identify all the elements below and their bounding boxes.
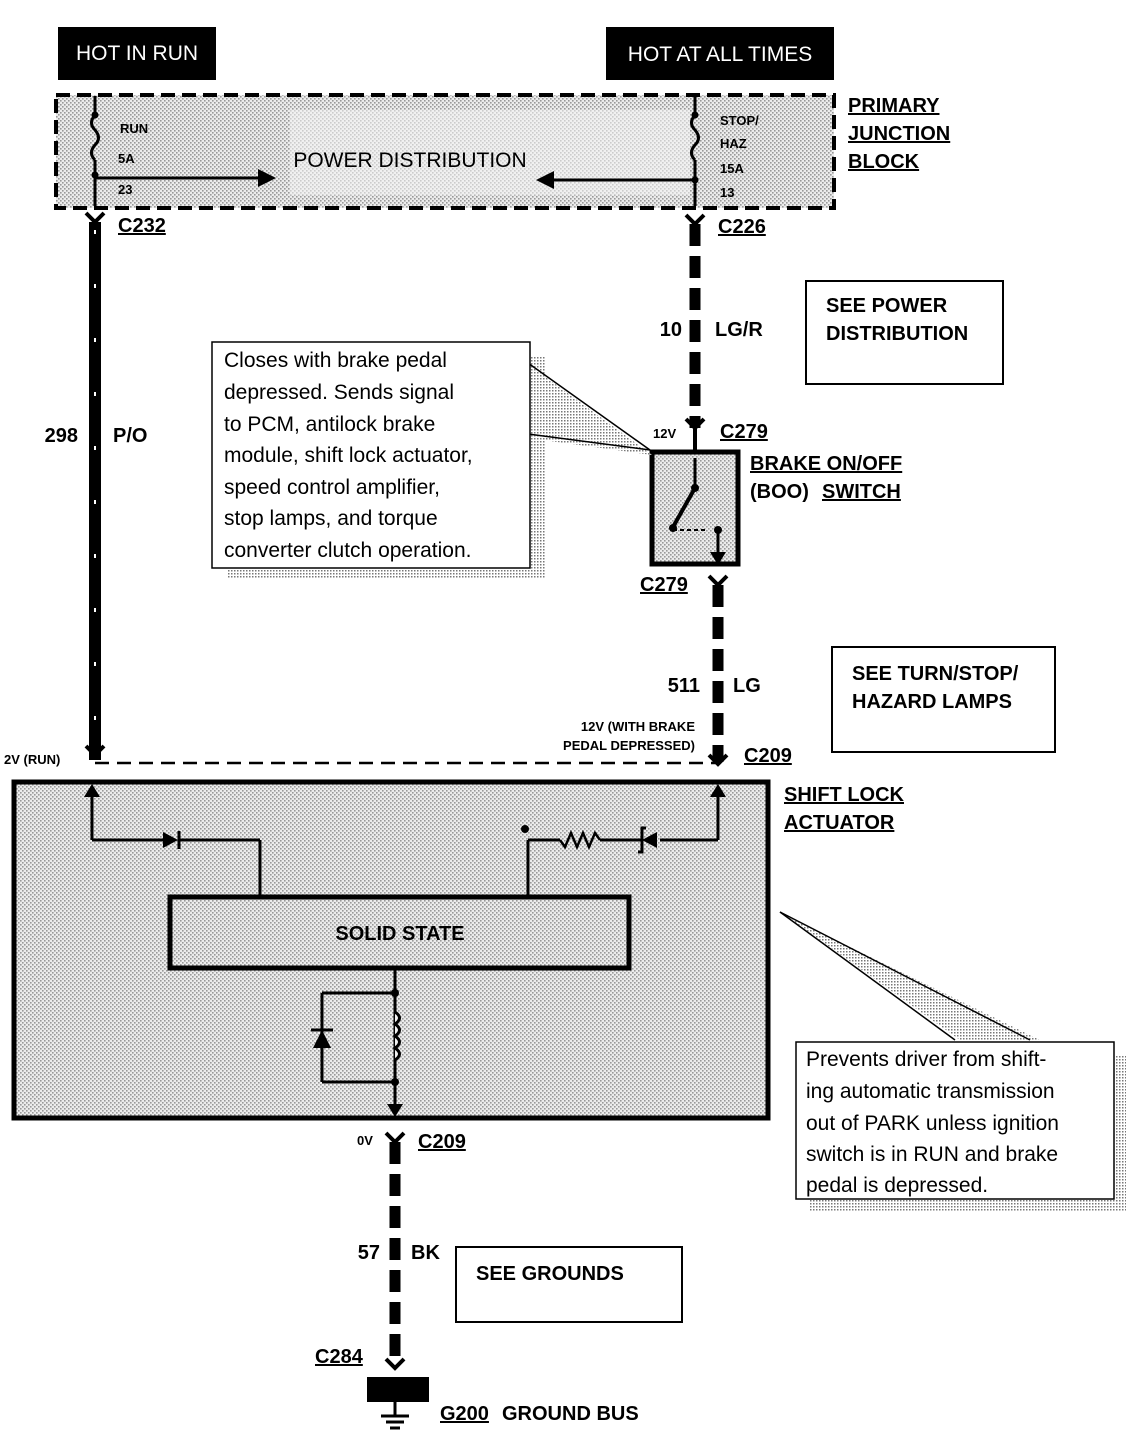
svg-text:DISTRIBUTION: DISTRIBUTION [826,323,968,345]
connector-c232: C232 [118,215,166,237]
hot-at-all-times-header: HOT AT ALL TIMES [606,27,834,80]
svg-text:Prevents driver from shift-: Prevents driver from shift- [806,1048,1046,1071]
brake-switch-note: Closes with brake pedal depressed. Sends… [211,341,652,579]
svg-text:SEE TURN/STOP/: SEE TURN/STOP/ [852,663,1019,685]
power-distribution-label: POWER DISTRIBUTION [293,149,526,172]
connector-c209-top: C209 [744,745,792,767]
wire-511: C279 511 LG 12V (WITH BRAKE PEDAL DEPRES… [563,574,792,767]
svg-text:5A: 5A [118,151,135,166]
circuit-298: 298 [45,425,78,447]
svg-text:STOP/: STOP/ [720,113,759,128]
svg-text:HAZARD LAMPS: HAZARD LAMPS [852,691,1012,713]
svg-text:RUN: RUN [120,121,148,136]
circuit-511: 511 [668,675,700,697]
svg-text:PRIMARY: PRIMARY [848,95,940,117]
color-lg-r: LG/R [715,319,763,341]
see-grounds-box: SEE GROUNDS [455,1246,683,1323]
stop-haz-fuse: STOP/ HAZ 15A 13 [536,96,759,206]
wire-298: C232 298 P/O 2V (RUN) [4,211,166,767]
svg-text:13: 13 [720,185,734,200]
boo-switch-label: BRAKE ON/OFF (BOO) SWITCH [750,453,902,503]
svg-text:23: 23 [118,182,132,197]
circuit-10: 10 [660,319,682,341]
g200-label: G200 [440,1403,489,1425]
connector-c209-bottom: C209 [418,1131,466,1153]
connector-c279-bottom: C279 [640,574,688,596]
primary-junction-block-label: PRIMARY JUNCTION BLOCK [848,95,950,173]
color-p-o: P/O [113,425,147,447]
svg-text:converter clutch operation.: converter clutch operation. [224,539,471,562]
diode-icon [163,832,178,848]
svg-text:15A: 15A [720,161,744,176]
svg-text:depressed. Sends signal: depressed. Sends signal [224,381,454,404]
svg-text:module, shift lock actuator,: module, shift lock actuator, [224,444,473,467]
svg-text:to PCM, antilock brake: to PCM, antilock brake [224,413,435,436]
color-lg: LG [733,675,761,697]
svg-text:BLOCK: BLOCK [848,151,920,173]
svg-text:stop lamps, and torque: stop lamps, and torque [224,507,438,530]
shift-lock-note: Prevents driver from shift- ing automati… [779,911,1126,1212]
voltage-0v: 0V [357,1133,373,1148]
resistor-icon [558,829,602,851]
svg-text:SEE GROUNDS: SEE GROUNDS [476,1263,624,1285]
svg-text:ing automatic transmission: ing automatic transmission [806,1080,1055,1103]
connector-c226: C226 [718,216,766,238]
ground-bus: G200 GROUND BUS [367,1377,639,1430]
voltage-12v-brake-2: PEDAL DEPRESSED) [563,738,695,753]
boo-switch [649,428,741,567]
svg-text:pedal is depressed.: pedal is depressed. [806,1174,988,1197]
voltage-2v-run: 2V (RUN) [4,752,60,767]
svg-text:HOT AT ALL TIMES: HOT AT ALL TIMES [628,43,812,66]
run-fuse: RUN 5A 23 [90,96,276,206]
svg-text:SEE POWER: SEE POWER [826,295,948,317]
wire-10: C226 10 LG/R 12V C279 [653,213,768,443]
primary-junction-block: POWER DISTRIBUTION RUN 5A 23 STOP/ HAZ 1… [54,93,836,210]
connector-c284: C284 [315,1346,364,1368]
svg-text:Closes with brake pedal: Closes with brake pedal [224,349,447,372]
shift-lock-actuator: SOLID STATE [11,779,771,1121]
svg-text:SHIFT LOCK: SHIFT LOCK [784,784,905,806]
circuit-57: 57 [358,1242,380,1264]
see-power-distribution-box: SEE POWER DISTRIBUTION [805,280,1004,385]
svg-text:HOT IN RUN: HOT IN RUN [76,42,198,65]
zener-diode-icon [642,832,657,848]
see-turn-stop-hazard-box: SEE TURN/STOP/ HAZARD LAMPS [831,646,1056,753]
suppression-diode-icon [313,1030,331,1048]
connector-c279-top: C279 [720,421,768,443]
svg-text:switch is in RUN and brake: switch is in RUN and brake [806,1143,1058,1166]
shift-lock-actuator-label: SHIFT LOCK ACTUATOR [784,784,905,834]
wire-57: 0V C209 57 BK C284 [315,1131,466,1371]
svg-text:(BOO): (BOO) [750,481,809,503]
voltage-12v-brake-1: 12V (WITH BRAKE [581,719,695,734]
svg-text:out of PARK unless ignition: out of PARK unless ignition [806,1112,1059,1135]
solenoid-coil-icon [392,1010,401,1062]
svg-text:JUNCTION: JUNCTION [848,123,950,145]
solid-state-label: SOLID STATE [335,923,464,945]
hot-in-run-header: HOT IN RUN [58,27,216,80]
svg-text:BRAKE ON/OFF: BRAKE ON/OFF [750,453,902,475]
ground-bus-label: GROUND BUS [502,1403,639,1425]
svg-text:speed control amplifier,: speed control amplifier, [224,476,440,499]
svg-text:ACTUATOR: ACTUATOR [784,812,895,834]
voltage-12v: 12V [653,426,676,441]
svg-text:SWITCH: SWITCH [822,481,901,503]
svg-text:HAZ: HAZ [720,136,747,151]
color-bk: BK [411,1242,440,1264]
